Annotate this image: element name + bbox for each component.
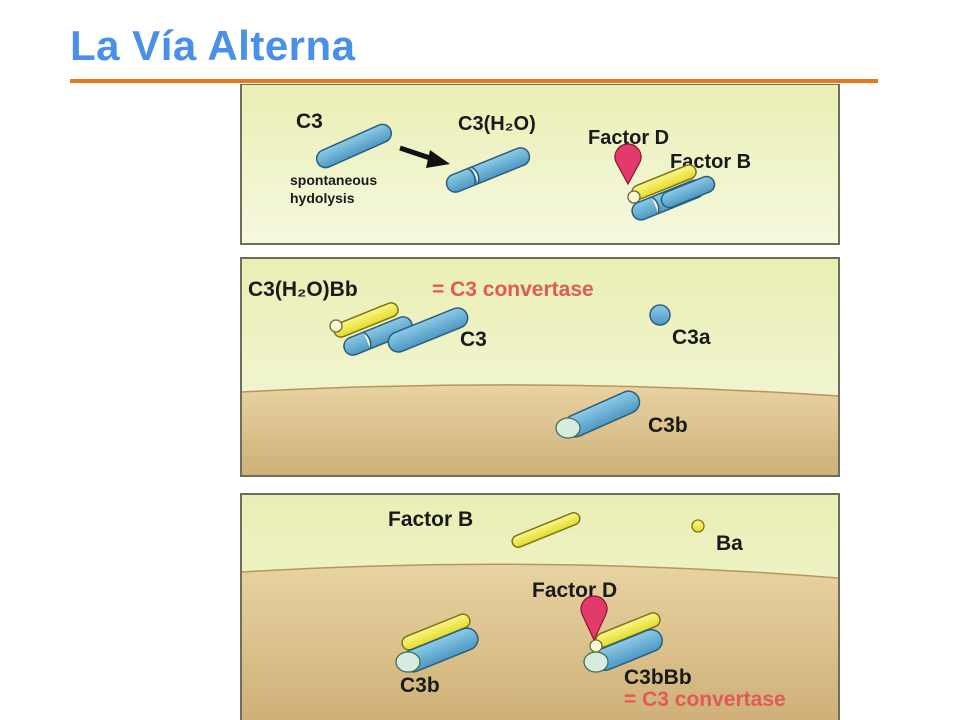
factor-b-molecule (511, 512, 581, 548)
panel-2-membrane: C3(H₂O)Bb = C3 convertase C3 C3a (240, 257, 840, 477)
slide-title: La Vía Alterna (70, 22, 356, 69)
label-hydrolysis: hydolysis (290, 190, 355, 206)
label-convertase-1: = C3 convertase (432, 278, 594, 301)
label-factor-d-1: Factor D (588, 127, 669, 149)
label-c3bbb: C3bBb (624, 666, 692, 689)
c3h2o-molecule (445, 147, 531, 193)
c3b-factor-b-complex (395, 613, 479, 673)
label-factor-b-3: Factor B (388, 508, 473, 531)
c3a-fragment (649, 304, 671, 326)
title-underline (70, 79, 878, 83)
factor-d-drop-1 (614, 143, 642, 186)
label-c3b-3: C3b (400, 674, 440, 697)
factor-d-drop-3 (580, 595, 608, 642)
panel-3-membrane: Factor B Ba Factor D C3b (240, 493, 840, 720)
c3-convertase-complex-1 (329, 302, 413, 356)
c3-molecule-2 (387, 307, 469, 353)
label-spontaneous: spontaneous (290, 172, 377, 188)
label-c3: C3 (296, 110, 323, 133)
label-convertase-2: = C3 convertase (624, 688, 786, 711)
label-c3a: C3a (672, 326, 711, 349)
c3bbb-complex (583, 612, 663, 673)
c3b-molecule-surface (555, 390, 641, 439)
label-c3b-2: C3b (648, 414, 688, 437)
label-c3h2obb: C3(H₂O)Bb (248, 278, 358, 301)
c3h2o-factor-b-complex (627, 164, 716, 221)
panel-1-fluid-phase: C3 spontaneous hydolysis C3(H₂O) Factor … (240, 84, 840, 245)
alternative-pathway-diagram: C3 spontaneous hydolysis C3(H₂O) Factor … (240, 84, 840, 720)
c3-molecule (315, 123, 393, 169)
label-c3h2o: C3(H₂O) (458, 113, 536, 135)
label-factor-d-3: Factor D (532, 579, 617, 602)
label-ba: Ba (716, 532, 743, 555)
arrow-icon (399, 145, 450, 168)
label-c3-2: C3 (460, 328, 487, 351)
ba-fragment (691, 519, 705, 533)
